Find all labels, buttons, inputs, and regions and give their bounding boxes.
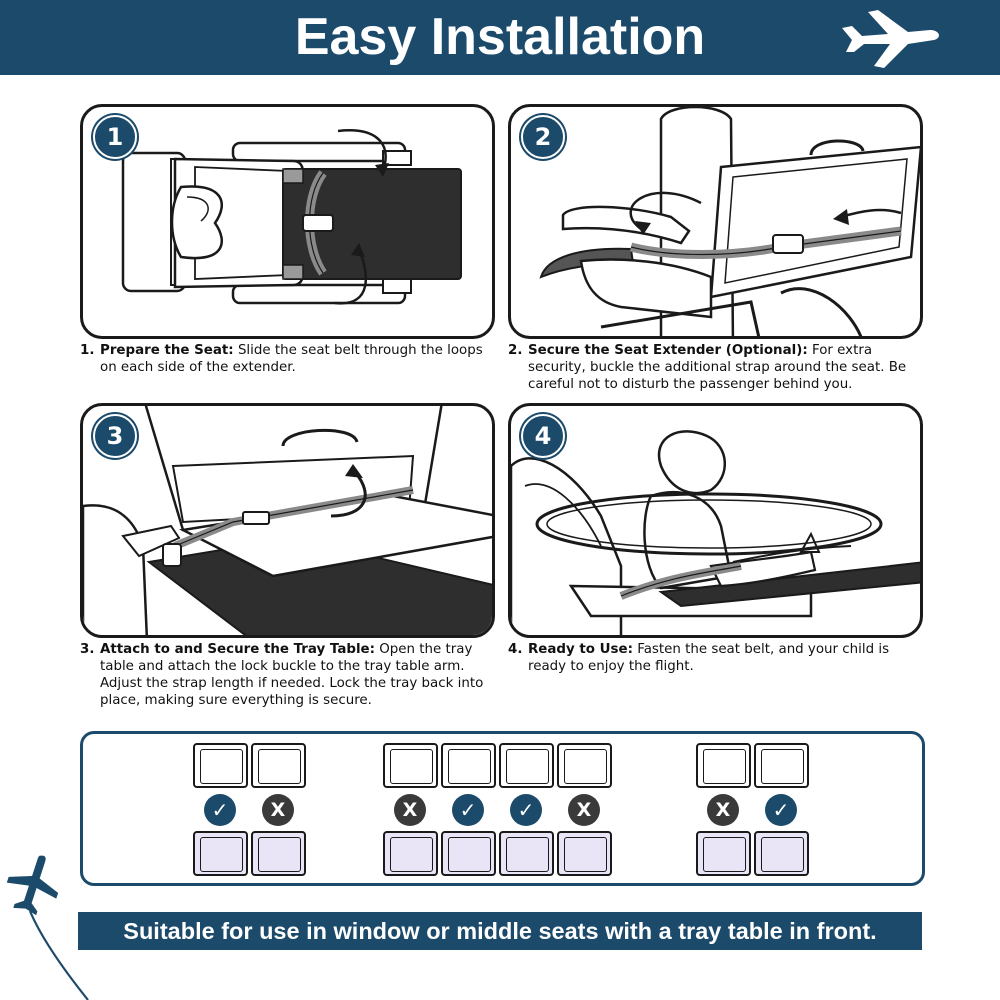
airplane-icon — [842, 10, 939, 68]
step-4-illustration: 4 — [508, 403, 923, 638]
step-1-title: Prepare the Seat: — [100, 343, 234, 358]
step-1-text: Slide the seat belt through the loops on… — [100, 343, 483, 375]
seat-top-view-drawing — [121, 129, 462, 305]
step-2-badge: 2 — [521, 115, 565, 159]
footer-banner: Suitable for use in window or middle sea… — [78, 912, 922, 950]
step-3-caption: 3. Attach to and Secure the Tray Table: … — [80, 641, 502, 709]
step-2-illustration: 2 — [508, 104, 923, 339]
step-3-illustration: 3 — [80, 403, 495, 638]
seat-compatibility-diagram: ✓ X X ✓ ✓ X X ✓ — [80, 731, 925, 886]
tray-table-drawing — [83, 406, 492, 635]
seat-front-icon — [499, 743, 554, 788]
step-3-badge: 3 — [93, 414, 137, 458]
step-2-title: Secure the Seat Extender (Optional): — [528, 343, 808, 358]
seat-strap-drawing — [539, 107, 920, 336]
step-3-number: 3. — [80, 642, 95, 657]
step-3-title: Attach to and Secure the Tray Table: — [100, 642, 375, 657]
seat-front-icon — [251, 743, 306, 788]
seat-front-icon — [754, 743, 809, 788]
x-icon: X — [394, 794, 426, 826]
seat-back-icon — [383, 831, 438, 876]
child-seated-drawing — [511, 430, 920, 635]
seat-back-icon — [193, 831, 248, 876]
seat-back-icon — [754, 831, 809, 876]
step-1-illustration: 1 — [80, 104, 495, 339]
check-icon: ✓ — [510, 794, 542, 826]
step-2-text: For extra security, buckle the additiona… — [528, 343, 907, 392]
step-4-caption: 4. Ready to Use: Fasten the seat belt, a… — [508, 641, 928, 675]
seat-front-icon — [193, 743, 248, 788]
suitability-note: Suitable for use in window or middle sea… — [123, 918, 877, 944]
seat-front-icon — [696, 743, 751, 788]
step-1-caption: 1. Prepare the Seat: Slide the seat belt… — [80, 342, 490, 376]
step-3-text: Open the tray table and attach the lock … — [100, 642, 484, 708]
seat-front-icon — [557, 743, 612, 788]
seat-back-icon — [696, 831, 751, 876]
step-1-badge: 1 — [93, 115, 137, 159]
check-icon: ✓ — [452, 794, 484, 826]
seat-back-icon — [499, 831, 554, 876]
x-icon: X — [707, 794, 739, 826]
seat-back-icon — [251, 831, 306, 876]
check-icon: ✓ — [765, 794, 797, 826]
airplane-icon — [6, 855, 89, 1000]
step-4-text: Fasten the seat belt, and your child is … — [528, 642, 890, 674]
step-2-caption: 2. Secure the Seat Extender (Optional): … — [508, 342, 928, 393]
step-4-title: Ready to Use: — [528, 642, 633, 657]
x-icon: X — [262, 794, 294, 826]
seat-front-icon — [441, 743, 496, 788]
header-banner: Easy Installation — [0, 0, 1000, 75]
seat-back-icon — [557, 831, 612, 876]
step-4-number: 4. — [508, 642, 523, 657]
page-title: Easy Installation — [294, 8, 706, 66]
step-1-number: 1. — [80, 343, 95, 358]
check-icon: ✓ — [204, 794, 236, 826]
x-icon: X — [568, 794, 600, 826]
seat-front-icon — [383, 743, 438, 788]
step-4-badge: 4 — [521, 414, 565, 458]
seat-back-icon — [441, 831, 496, 876]
step-2-number: 2. — [508, 343, 523, 358]
